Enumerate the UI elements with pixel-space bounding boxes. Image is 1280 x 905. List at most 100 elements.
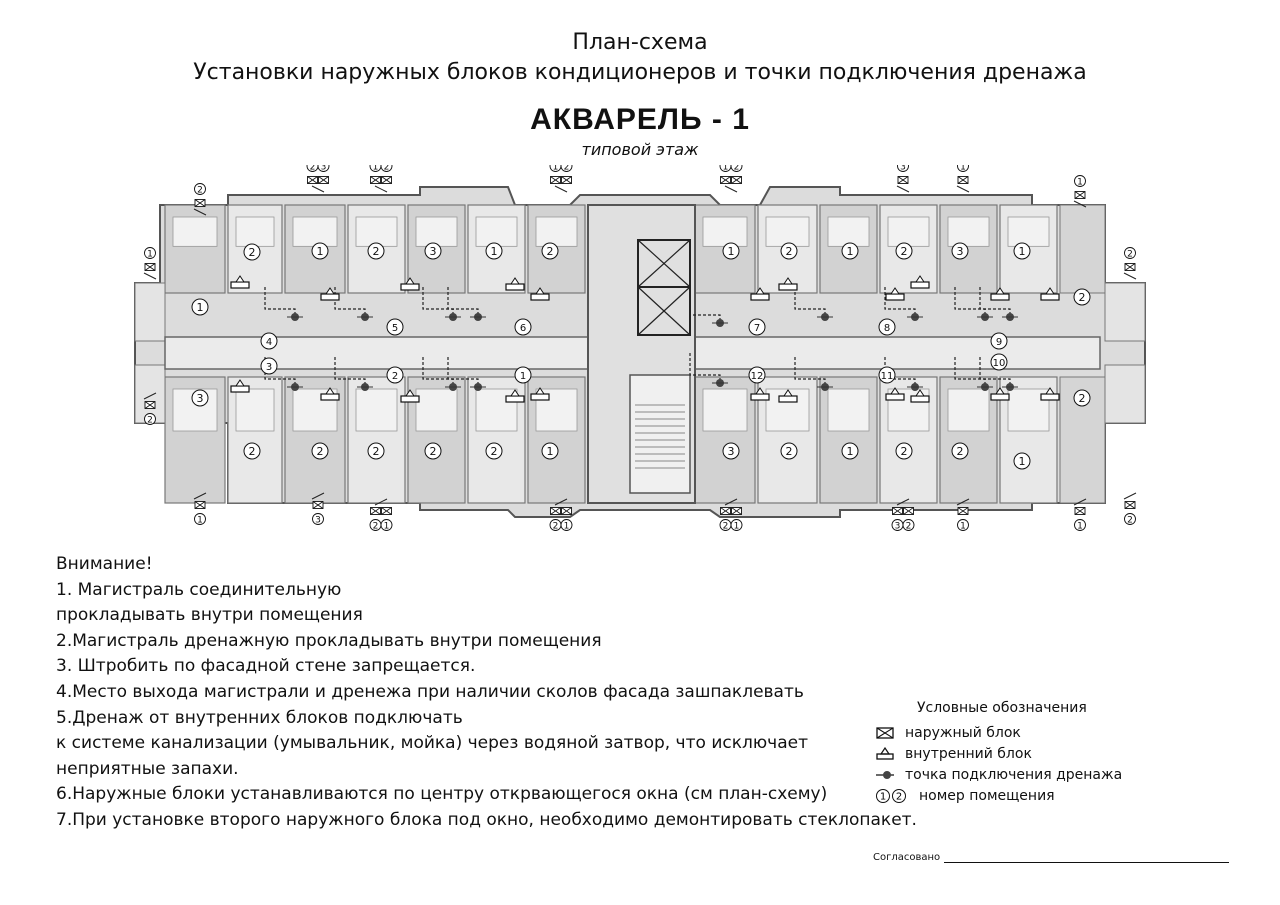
- room-furniture: [172, 216, 218, 247]
- room-number-icon: [951, 242, 969, 260]
- corridor-marker-icon: [990, 353, 1008, 371]
- outdoor-unit-icon: [370, 176, 381, 184]
- project-name: АКВАРЕЛЬ - 1: [530, 103, 750, 136]
- room-number-label: 2: [491, 445, 498, 458]
- outdoor-tag-leader: [956, 185, 970, 193]
- room-number-label: 3: [197, 392, 204, 405]
- outdoor-unit-icon: [194, 501, 206, 509]
- outdoor-unit-icon: [550, 507, 561, 515]
- room-furniture: [355, 216, 398, 247]
- outdoor-tag-number-icon: [957, 165, 969, 172]
- title-line-1: План-схема: [572, 30, 708, 55]
- indoor-unit-icon: [325, 287, 335, 295]
- outdoor-unit-icon: [1074, 191, 1086, 199]
- outdoor-tag-number-icon: [144, 247, 156, 259]
- corridor-marker-icon: [260, 332, 278, 350]
- stairwell: [629, 374, 691, 494]
- outdoor-tag-leader: [724, 498, 738, 506]
- outdoor-tag-number: 2: [373, 522, 379, 532]
- outdoor-tag-number: 3: [315, 516, 321, 526]
- note-line: 4.Место выхода магистрали и дренежа при …: [56, 681, 804, 702]
- corridor-marker-label: 9: [996, 337, 1002, 348]
- room-number-icon: [311, 242, 329, 260]
- outdoor-unit-icon: [550, 176, 561, 184]
- indoor-unit-icon: [505, 283, 525, 291]
- outdoor-tag-number: 1: [1077, 522, 1083, 532]
- room-number-label: 2: [1079, 392, 1086, 405]
- room-number-label: 1: [847, 245, 854, 258]
- indoor-unit-icon: [890, 287, 900, 295]
- approval-signature-line[interactable]: [944, 851, 1230, 863]
- outdoor-unit-icon: [957, 507, 969, 515]
- room-number-label: 1: [491, 245, 498, 258]
- legend-title: Условные обозначения: [917, 700, 1087, 716]
- outdoor-tag-leader: [1073, 200, 1087, 208]
- room-number-icon: [951, 442, 969, 460]
- room-number-icon: [895, 242, 913, 260]
- outdoor-tag-number-icon: [380, 165, 393, 172]
- indoor-unit-icon: [235, 275, 245, 283]
- outdoor-tag-number: 3: [895, 522, 901, 532]
- room-furniture: [535, 216, 578, 247]
- indoor-unit-icon: [755, 387, 765, 395]
- room-number-label: 2: [957, 445, 964, 458]
- room-number-label: 2: [249, 445, 256, 458]
- outdoor-tag-number-icon: [194, 183, 206, 195]
- room-number-label: 2: [373, 245, 380, 258]
- indoor-unit-icon: [405, 389, 415, 397]
- indoor-unit-icon: [885, 293, 905, 301]
- room-number-icon: [722, 442, 740, 460]
- room-furniture: [475, 216, 518, 247]
- room-furniture: [292, 216, 338, 247]
- outdoor-unit-icon: [720, 507, 731, 515]
- outdoor-tag-number-icon: [902, 519, 915, 531]
- indoor-unit-icon: [990, 393, 1010, 401]
- room-furniture: [702, 388, 748, 432]
- legend-label: номер помещения: [919, 787, 1055, 804]
- outdoor-unit-icon: [731, 176, 742, 184]
- room-number-icon: [541, 442, 559, 460]
- indoor-unit-icon: [1045, 387, 1055, 395]
- indoor-unit-icon: [995, 387, 1005, 395]
- room-number-icon: [191, 298, 209, 316]
- corridor-marker-label: 2: [392, 371, 398, 382]
- indoor-unit-icon: [915, 275, 925, 283]
- outdoor-tag-number-icon: [730, 165, 743, 172]
- indoor-unit-icon: [230, 385, 250, 393]
- outdoor-tag-leader: [374, 185, 388, 193]
- outdoor-unit-icon: [318, 176, 329, 184]
- room-number-icon: [367, 442, 385, 460]
- corridor-marker-label: 4: [266, 337, 272, 348]
- outdoor-unit-icon: [194, 199, 206, 207]
- legend-label: внутренний блок: [905, 745, 1032, 762]
- legend-label: наружный блок: [905, 724, 1021, 741]
- indoor-unit-icon: [1040, 293, 1060, 301]
- indoor-unit-icon: [915, 389, 925, 397]
- outdoor-tag-leader: [956, 498, 970, 506]
- corridor-marker-icon: [748, 318, 766, 336]
- outdoor-tag-number: 2: [1127, 250, 1133, 260]
- legend-item: 1 2 номер помещения: [875, 785, 1122, 806]
- room-number-icon: [243, 243, 261, 261]
- outdoor-tag-number-icon: [1124, 513, 1136, 525]
- outdoor-tag-number-icon: [560, 165, 573, 172]
- outdoor-tag-leader: [554, 185, 568, 193]
- apartment-room: [134, 282, 166, 342]
- corridor-marker-label: 3: [266, 362, 272, 373]
- room-furniture: [702, 216, 748, 247]
- indoor-unit-icon: [510, 389, 520, 397]
- corridor-marker-label: 6: [520, 323, 526, 334]
- room-number-icon: 1 2: [876, 788, 906, 803]
- room-furniture: [827, 388, 870, 432]
- indoor-unit-icon: [510, 277, 520, 285]
- indoor-unit-icon: [755, 287, 765, 295]
- room-number-label: 1: [547, 445, 554, 458]
- room-number-icon: [1073, 389, 1091, 407]
- room-number-icon: [841, 442, 859, 460]
- indoor-unit-icon: [235, 379, 245, 387]
- room-furniture: [827, 216, 870, 247]
- outdoor-tag-number: 2: [564, 165, 570, 173]
- outdoor-tag-number: 1: [553, 165, 559, 173]
